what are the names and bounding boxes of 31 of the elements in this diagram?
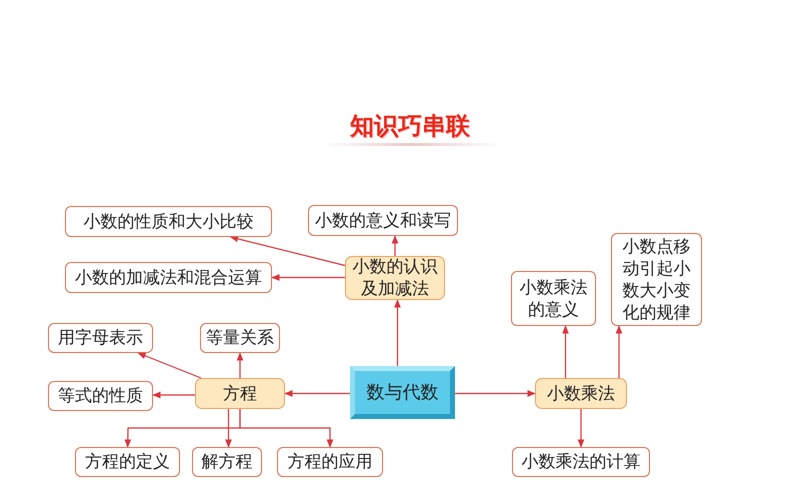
concept-box: 小数乘法的意义 xyxy=(511,271,596,326)
concept-box: 方程的应用 xyxy=(277,447,383,477)
arrow xyxy=(455,390,536,397)
arrow xyxy=(152,392,195,398)
arrow xyxy=(284,390,350,397)
arrow xyxy=(578,409,584,448)
arrow xyxy=(236,352,244,378)
arrow xyxy=(616,325,622,378)
concept-box: 小数乘法的计算 xyxy=(512,447,650,477)
arrow xyxy=(225,409,232,448)
title: 知识巧串联 xyxy=(348,111,471,142)
arrow xyxy=(394,299,401,366)
concept-box: 等量关系 xyxy=(200,323,280,353)
center-box: 数与代数 xyxy=(350,366,455,419)
concept-box: 等式的性质 xyxy=(48,381,153,411)
arrow xyxy=(562,325,569,378)
concept-box: 小数的性质和大小比较 xyxy=(65,206,272,237)
concept-box: 小数点移动引起小数大小变化的规律 xyxy=(611,233,702,326)
topic-box: 小数的认识及加减法 xyxy=(345,256,445,300)
topic-box: 方程 xyxy=(195,378,285,409)
concept-box: 解方程 xyxy=(192,447,262,477)
arrow xyxy=(137,352,202,379)
arrow xyxy=(271,274,345,281)
arrow xyxy=(392,235,398,256)
arrow xyxy=(230,236,346,266)
concept-box: 方程的定义 xyxy=(75,447,180,477)
arrow xyxy=(239,409,334,448)
concept-box: 小数的意义和读写 xyxy=(308,205,458,236)
concept-box: 用字母表示 xyxy=(48,323,153,353)
topic-box: 小数乘法 xyxy=(535,378,627,409)
concept-box: 小数的加减法和混合运算 xyxy=(65,262,272,293)
